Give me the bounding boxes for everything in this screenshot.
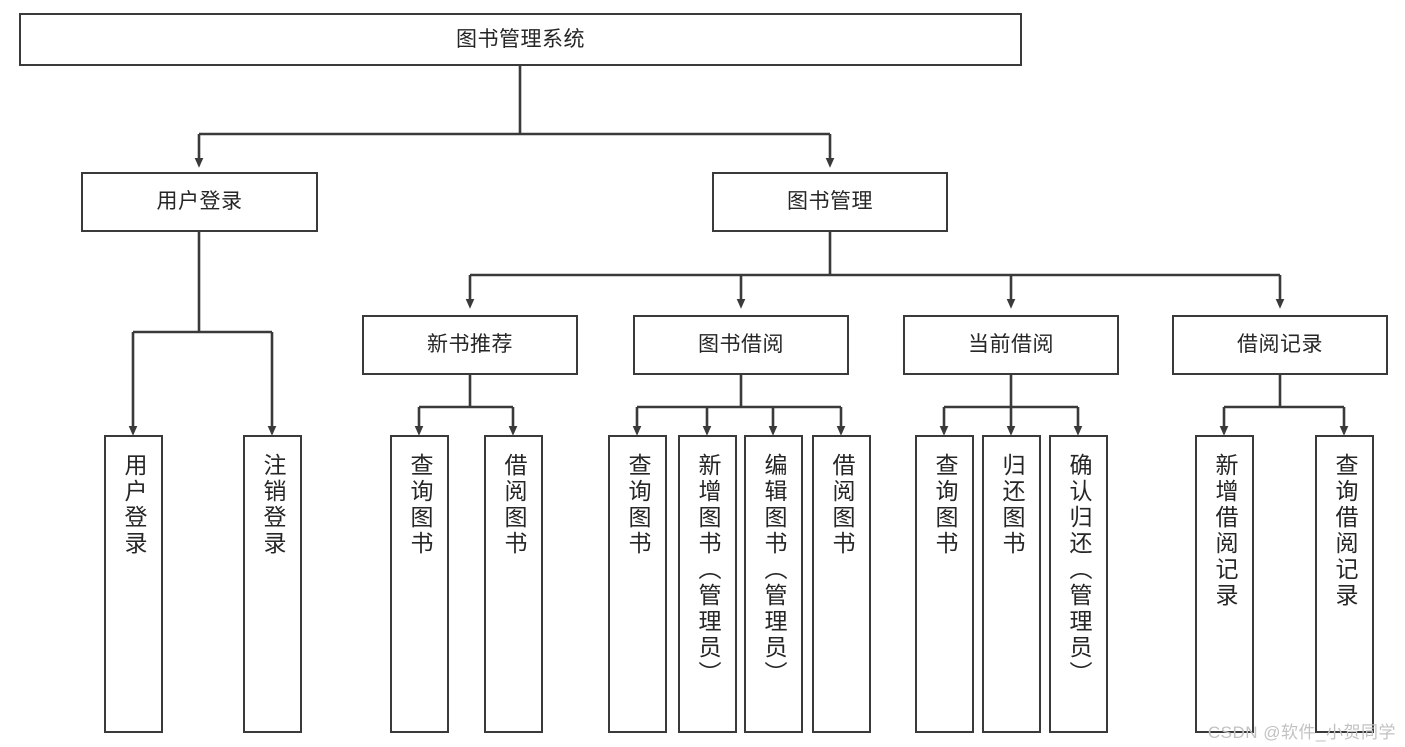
node-label: 查询借阅记录 [1332, 453, 1358, 609]
node-label: 归还图书 [999, 453, 1025, 557]
node-book-borrow[interactable]: 图书借阅 [633, 315, 849, 375]
node-label: 新书推荐 [427, 333, 513, 357]
node-label: 注销登录 [260, 453, 286, 557]
leaf-user-logout[interactable]: 注销登录 [243, 435, 302, 733]
node-root-library-system[interactable]: 图书管理系统 [19, 13, 1022, 66]
node-label: 图书管理 [787, 190, 873, 214]
leaf-recommend-query-book[interactable]: 查询图书 [390, 435, 449, 733]
node-label: 借阅图书 [829, 453, 855, 557]
node-book-management[interactable]: 图书管理 [712, 172, 948, 232]
node-label: 借阅记录 [1237, 333, 1323, 357]
node-label: 图书管理系统 [456, 27, 585, 51]
node-current-borrow[interactable]: 当前借阅 [903, 315, 1119, 375]
node-label: 新增图书（管理员） [695, 453, 721, 687]
node-label: 图书借阅 [698, 333, 784, 357]
leaf-current-return-book[interactable]: 归还图书 [982, 435, 1041, 733]
node-label: 查询图书 [625, 453, 651, 557]
node-label: 编辑图书（管理员） [761, 453, 787, 687]
watermark-text: CSDN @软件_小贺同学 [1207, 723, 1396, 742]
leaf-borrow-query-book[interactable]: 查询图书 [608, 435, 667, 733]
leaf-borrow-add-book-admin[interactable]: 新增图书（管理员） [678, 435, 737, 733]
node-label: 新增借阅记录 [1212, 453, 1238, 609]
node-label: 查询图书 [407, 453, 433, 557]
node-label: 确认归还（管理员） [1066, 453, 1092, 687]
leaf-user-login[interactable]: 用户登录 [104, 435, 163, 733]
leaf-current-confirm-return-admin[interactable]: 确认归还（管理员） [1049, 435, 1108, 733]
node-user-login[interactable]: 用户登录 [81, 172, 318, 232]
leaf-current-query-book[interactable]: 查询图书 [915, 435, 974, 733]
leaf-borrow-borrow-book[interactable]: 借阅图书 [812, 435, 871, 733]
leaf-record-add-borrow-record[interactable]: 新增借阅记录 [1195, 435, 1254, 733]
node-label: 用户登录 [156, 190, 243, 214]
leaf-record-query-borrow-record[interactable]: 查询借阅记录 [1315, 435, 1374, 733]
node-label: 查询图书 [932, 453, 958, 557]
leaf-borrow-edit-book-admin[interactable]: 编辑图书（管理员） [744, 435, 803, 733]
node-borrow-record[interactable]: 借阅记录 [1172, 315, 1388, 375]
node-label: 借阅图书 [501, 453, 527, 557]
node-label: 当前借阅 [968, 333, 1054, 357]
node-label: 用户登录 [121, 453, 147, 557]
node-new-book-recommend[interactable]: 新书推荐 [362, 315, 578, 375]
leaf-recommend-borrow-book[interactable]: 借阅图书 [484, 435, 543, 733]
